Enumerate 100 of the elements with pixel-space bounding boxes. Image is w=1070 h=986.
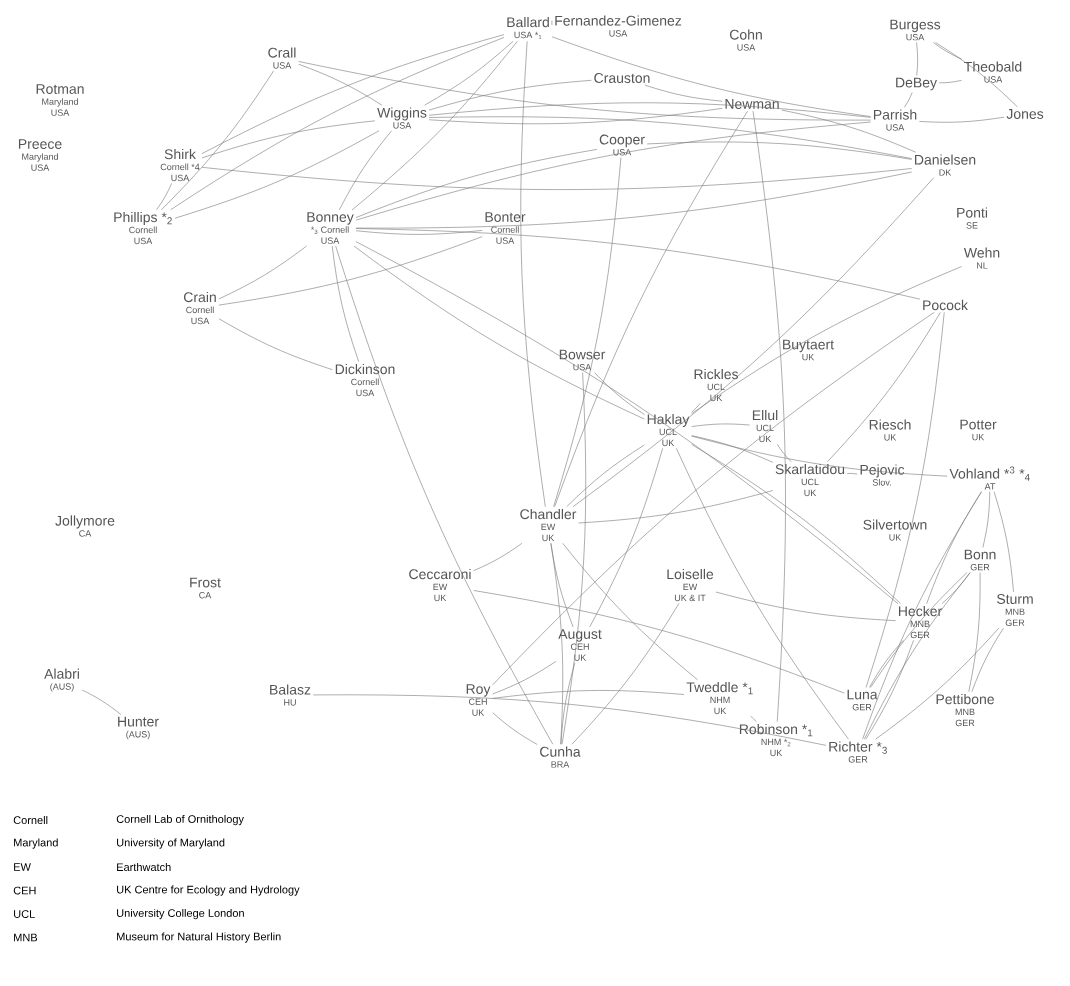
name-label: Alabri (AUS) — [44, 668, 79, 692]
name-label: Rotman Maryland USA — [36, 84, 84, 116]
connector-line — [473, 543, 523, 571]
name-label: Jollymore CA — [55, 515, 115, 537]
connector-line — [331, 245, 360, 362]
name-label: Ellul UCL UK — [752, 409, 778, 443]
connector-line — [916, 42, 918, 76]
name-label: Skarlatidou UCL UK — [775, 463, 845, 497]
connector-line — [968, 572, 981, 692]
name-label: Vohland *$^{3}$ *$_{4}$ AT — [949, 466, 1030, 490]
name-label: Parrish USA — [874, 109, 917, 131]
name-label: Silvertown UK — [863, 519, 927, 541]
name-label: Wehn NL — [963, 247, 1000, 269]
name-label: Cunha BRA — [540, 746, 581, 768]
connector-line — [566, 444, 645, 507]
connector-line — [428, 116, 912, 159]
name-label: Shirk Cornell *4 USA — [160, 148, 200, 182]
connector-line — [492, 661, 557, 695]
connector-line — [201, 34, 505, 154]
connector-line — [691, 403, 701, 413]
name-label: Jones — [1006, 109, 1044, 119]
connector-line — [560, 662, 576, 745]
connector-line — [355, 228, 921, 300]
connector-line — [553, 157, 622, 507]
connector-line — [904, 92, 913, 108]
name-label: Sturm MNB GER — [997, 594, 1033, 626]
legend-text: CEH — [13, 886, 36, 895]
connector-line — [492, 312, 935, 686]
name-label: Cohn USA — [730, 29, 762, 51]
name-label: Balasz HU — [270, 684, 311, 706]
legend-text: UK Centre for Ecology and Hydrology — [117, 885, 300, 896]
connector-line — [355, 230, 483, 235]
legend-text: MNB — [14, 933, 38, 942]
name-label: Rickles UCL UK — [694, 368, 739, 402]
connector-line — [170, 37, 505, 210]
connector-line — [870, 572, 968, 688]
connector-line — [644, 84, 723, 102]
legend-text: UCL — [14, 910, 35, 918]
legend-text: Cornell Lab of Ornithology — [116, 814, 244, 826]
name-label: Roy CEH UK — [466, 684, 491, 716]
name-label: Crauston — [594, 73, 650, 83]
connector-line — [355, 149, 598, 218]
connector-line — [335, 245, 554, 745]
name-label: Newman — [725, 99, 779, 109]
name-label: Danielsen DK — [915, 154, 976, 176]
name-label: DeBey — [896, 77, 937, 91]
connector-line — [777, 444, 792, 462]
connector-line — [201, 167, 912, 190]
name-label: Phillips *$_{2}$ Cornell USA — [114, 211, 172, 245]
connector-line — [865, 312, 945, 688]
connector-line — [862, 491, 982, 740]
connector-line — [473, 590, 845, 694]
name-label: Ceccaroni EW UK — [409, 568, 471, 602]
connector-line — [676, 448, 849, 740]
connector-line — [554, 110, 748, 507]
connector-line — [492, 712, 538, 745]
connector-line — [646, 141, 912, 160]
connector-line — [492, 690, 685, 699]
name-label: Buytaert UK — [783, 339, 834, 361]
connector-line — [691, 423, 750, 427]
connector-line — [869, 640, 904, 688]
name-label: Loiselle EW UK & IT — [667, 568, 714, 602]
connector-line — [338, 130, 392, 211]
connector-line — [993, 491, 1014, 593]
legend-text: Maryland — [14, 838, 58, 849]
connector-line — [355, 121, 871, 221]
connector-line — [571, 603, 680, 745]
connector-line — [312, 694, 827, 746]
name-label: Bowser USA — [559, 349, 606, 371]
connector-line — [298, 63, 383, 106]
name-label: Wiggins USA — [377, 107, 427, 129]
name-label: Dickinson Cornell USA — [335, 363, 395, 397]
connector-line — [161, 70, 274, 210]
name-label: Crain Cornell USA — [184, 291, 216, 325]
name-label: Hecker MNB GER — [899, 605, 942, 639]
connector-line — [691, 435, 948, 477]
connector-line — [578, 490, 774, 524]
connector-line — [551, 36, 871, 117]
connector-line — [691, 444, 901, 604]
connector-line — [428, 80, 592, 111]
connector-line — [218, 245, 307, 300]
connector-line — [594, 372, 645, 415]
connector-line — [81, 689, 122, 715]
connector-line — [935, 42, 1018, 108]
connector-line — [589, 448, 663, 628]
connector-line — [562, 543, 698, 680]
legend-text: University College London — [117, 908, 244, 920]
connector-line — [218, 236, 483, 306]
connector-line — [355, 171, 912, 229]
name-label: Theobald USA — [964, 61, 1022, 83]
connector-line — [827, 312, 941, 462]
name-label: Tweddle *$_{1}$ NHM UK — [686, 681, 753, 715]
name-label: Preece Maryland USA — [18, 139, 62, 171]
name-label: Cooper USA — [599, 134, 645, 156]
name-label: Pettibone MNB GER — [936, 693, 994, 727]
name-label: Burgess USA — [890, 19, 941, 41]
connector-line — [982, 491, 991, 548]
name-label: Fernandez-Gimenez USA — [555, 15, 682, 37]
name-label: Crall USA — [268, 47, 296, 69]
name-label: Potter UK — [960, 419, 997, 441]
